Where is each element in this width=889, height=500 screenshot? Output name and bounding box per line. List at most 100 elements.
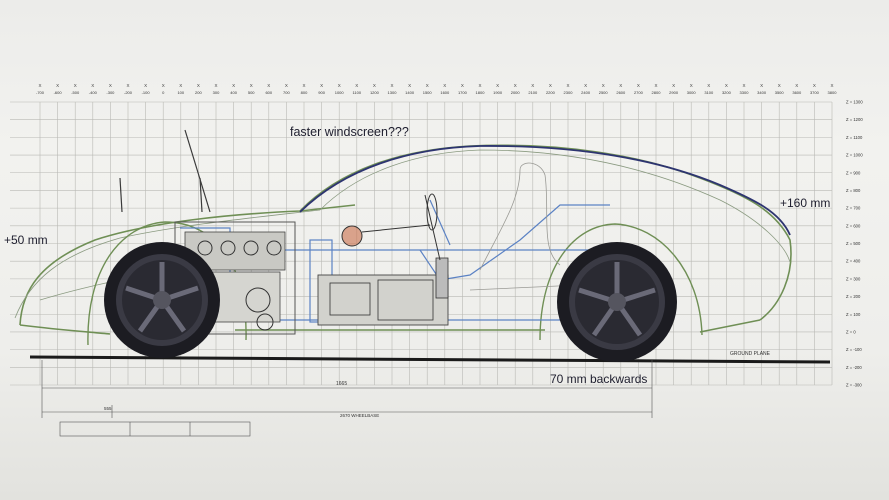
x-tick-mark: X (144, 83, 147, 88)
x-tick-mark: X (690, 83, 693, 88)
x-tick-label: 100 (177, 90, 184, 95)
x-tick-label: 2000 (511, 90, 521, 95)
x-tick-label: 1000 (335, 90, 345, 95)
x-tick-label: 3200 (722, 90, 732, 95)
x-tick-label: -700 (36, 90, 45, 95)
x-tick-mark: X (214, 83, 217, 88)
gearbox-assembly (317, 257, 449, 326)
x-tick-mark: X (707, 83, 710, 88)
front-dimension-label: 555 (104, 406, 112, 411)
x-tick-mark: X (162, 83, 165, 88)
x-tick-mark: X (602, 83, 605, 88)
x-tick-label: 2300 (564, 90, 574, 95)
x-tick-label: 2500 (599, 90, 609, 95)
x-tick-label: 3800 (828, 90, 838, 95)
wheelbase-dimension-label: 1665 (336, 381, 347, 387)
x-tick-mark: X (584, 83, 587, 88)
x-tick-label: 3300 (740, 90, 750, 95)
x-tick-mark: X (267, 83, 270, 88)
z-tick-label: Z = 300 (846, 276, 861, 281)
x-tick-label: -400 (89, 90, 98, 95)
x-tick-mark: X (566, 83, 569, 88)
total-dimension-label: 2670 WHEELBASE (340, 413, 379, 418)
x-tick-mark: X (355, 83, 358, 88)
suspension-struts (119, 129, 211, 213)
x-tick-label: -300 (106, 90, 115, 95)
x-tick-mark: X (725, 83, 728, 88)
z-tick-label: Z = -300 (846, 383, 862, 388)
x-axis-ticks: X-700X-600X-500X-400X-300X-200X-100X0X10… (36, 83, 837, 95)
x-tick-label: 2100 (528, 90, 538, 95)
x-tick-label: 2900 (669, 90, 679, 95)
x-tick-mark: X (232, 83, 235, 88)
x-tick-mark: X (74, 83, 77, 88)
x-tick-mark: X (56, 83, 59, 88)
x-tick-label: 500 (248, 90, 255, 95)
z-tick-label: Z = -200 (846, 365, 862, 370)
x-tick-label: 1100 (352, 90, 361, 95)
x-tick-mark: X (197, 83, 200, 88)
x-tick-label: 700 (283, 90, 290, 95)
z-tick-label: Z = 500 (846, 241, 861, 246)
x-tick-label: 600 (265, 90, 272, 95)
x-tick-label: 3000 (687, 90, 697, 95)
x-tick-label: 2400 (581, 90, 591, 95)
wheelbase-shift-annotation: 70 mm backwards (550, 372, 647, 386)
z-tick-label: Z = 1100 (846, 135, 863, 140)
x-tick-mark: X (179, 83, 182, 88)
x-tick-mark: X (778, 83, 781, 88)
windscreen-annotation: faster windscreen??? (290, 125, 409, 139)
z-tick-label: Z = 1300 (846, 100, 863, 105)
z-tick-label: Z = 400 (846, 259, 861, 264)
x-tick-label: 2600 (616, 90, 626, 95)
x-tick-mark: X (830, 83, 833, 88)
x-tick-mark: X (109, 83, 112, 88)
x-tick-label: 1200 (370, 90, 380, 95)
x-tick-mark: X (461, 83, 464, 88)
roof-line (299, 145, 791, 236)
x-tick-mark: X (742, 83, 745, 88)
z-tick-label: Z = 100 (846, 312, 861, 317)
x-tick-mark: X (795, 83, 798, 88)
x-tick-mark: X (408, 83, 411, 88)
x-tick-label: 400 (230, 90, 237, 95)
x-tick-label: 0 (162, 90, 165, 95)
x-tick-mark: X (760, 83, 763, 88)
z-tick-label: Z = -100 (846, 347, 862, 352)
x-tick-mark: X (654, 83, 657, 88)
rear-raise-annotation: +160 mm (780, 196, 830, 210)
x-tick-mark: X (813, 83, 816, 88)
x-tick-mark: X (496, 83, 499, 88)
x-tick-mark: X (549, 83, 552, 88)
x-tick-mark: X (637, 83, 640, 88)
seat-outline (469, 162, 581, 291)
x-tick-label: 3100 (704, 90, 714, 95)
x-tick-mark: X (38, 83, 41, 88)
x-tick-mark: X (250, 83, 253, 88)
z-tick-label: Z = 200 (846, 294, 861, 299)
front-raise-annotation: +50 mm (4, 233, 48, 247)
x-tick-mark: X (338, 83, 341, 88)
z-tick-label: Z = 900 (846, 170, 861, 175)
x-tick-label: 3600 (792, 90, 802, 95)
z-tick-label: Z = 0 (846, 329, 856, 334)
x-tick-label: 200 (195, 90, 202, 95)
x-tick-mark: X (390, 83, 393, 88)
x-tick-mark: X (373, 83, 376, 88)
x-tick-mark: X (426, 83, 429, 88)
x-tick-label: 900 (318, 90, 325, 95)
x-tick-label: 2200 (546, 90, 556, 95)
front-wheel (104, 242, 220, 358)
ground-plane-line (29, 355, 831, 364)
x-tick-label: 3400 (757, 90, 767, 95)
x-tick-label: 1600 (440, 90, 450, 95)
x-tick-label: 1800 (476, 90, 486, 95)
x-tick-label: 2700 (634, 90, 644, 95)
x-tick-label: 1900 (493, 90, 503, 95)
x-tick-label: 1500 (423, 90, 433, 95)
z-tick-label: Z = 1200 (846, 117, 863, 122)
x-tick-mark: X (478, 83, 481, 88)
x-tick-label: -500 (71, 90, 80, 95)
